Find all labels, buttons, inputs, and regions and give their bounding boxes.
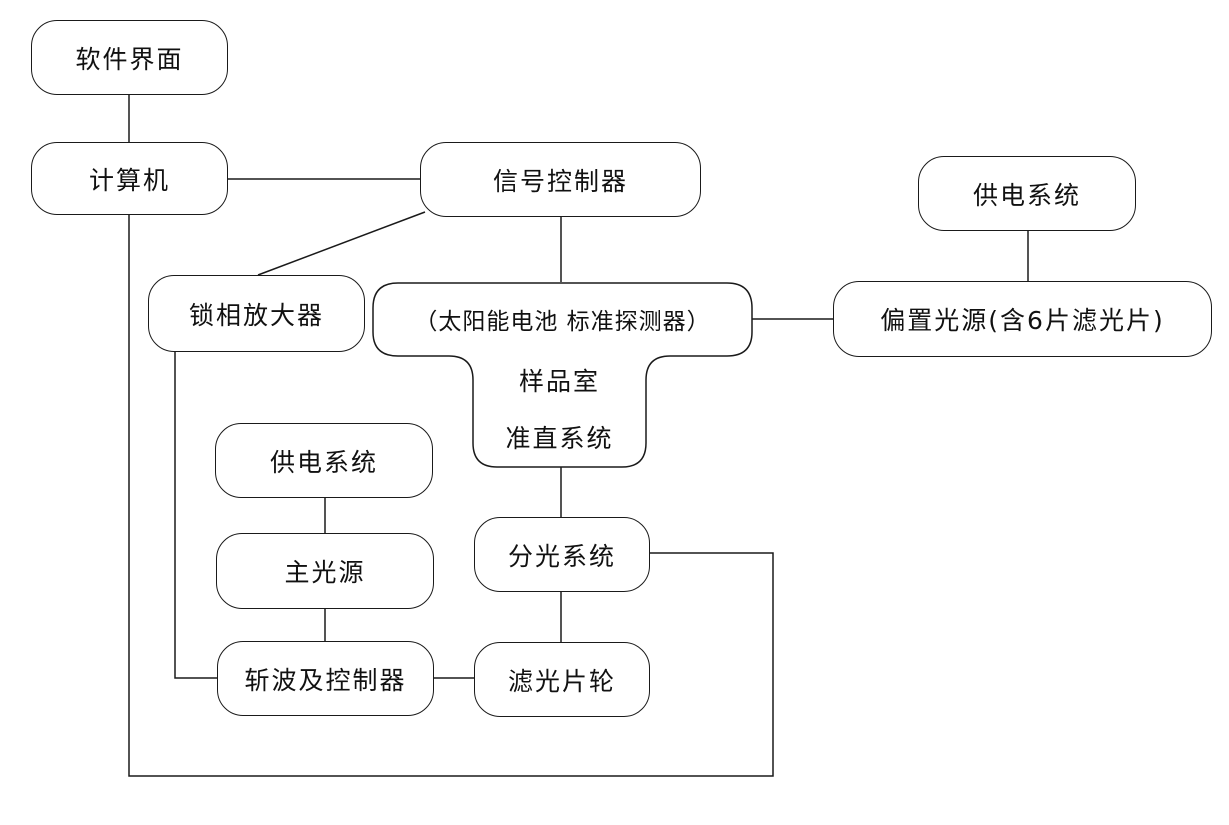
sample-chamber-label: 样品室 xyxy=(518,367,600,396)
software-ui-label: 软件界面 xyxy=(75,44,184,74)
main-power-supply-label: 供电系统 xyxy=(269,447,378,477)
link-lockin-chopper xyxy=(174,351,217,679)
computer-box[interactable]: 计算机 xyxy=(31,142,228,215)
computer-label: 计算机 xyxy=(88,165,170,195)
link-signal-controller-lockin xyxy=(257,211,426,276)
bias-power-supply-label: 供电系统 xyxy=(972,180,1081,210)
software-ui-box[interactable]: 软件界面 xyxy=(31,20,228,95)
chopper-controller-label: 斩波及控制器 xyxy=(244,665,407,695)
bias-light-source-box[interactable]: 偏置光源(含6片滤光片) xyxy=(833,281,1212,357)
main-light-source-box[interactable]: 主光源 xyxy=(216,533,434,609)
bias-light-source-label: 偏置光源(含6片滤光片) xyxy=(880,306,1165,335)
filter-wheel-label: 滤光片轮 xyxy=(507,666,616,696)
signal-controller-box[interactable]: 信号控制器 xyxy=(420,142,701,217)
filter-wheel-box[interactable]: 滤光片轮 xyxy=(474,642,650,717)
lockin-amplifier-box[interactable]: 锁相放大器 xyxy=(148,275,365,352)
main-power-supply-box[interactable]: 供电系统 xyxy=(215,423,433,498)
signal-controller-label: 信号控制器 xyxy=(492,166,628,196)
collimation-system-label: 准直系统 xyxy=(505,424,614,453)
bias-power-supply-box[interactable]: 供电系统 xyxy=(918,156,1136,231)
main-light-source-label: 主光源 xyxy=(284,558,366,587)
link-computer-monochromator-loop xyxy=(128,214,774,777)
monochromator-box[interactable]: 分光系统 xyxy=(474,517,650,592)
sample-chamber-detectors-label: （太阳能电池 标准探测器） xyxy=(414,309,711,335)
lockin-amplifier-label: 锁相放大器 xyxy=(188,300,324,330)
chopper-controller-box[interactable]: 斩波及控制器 xyxy=(217,641,434,716)
monochromator-label: 分光系统 xyxy=(507,541,616,571)
